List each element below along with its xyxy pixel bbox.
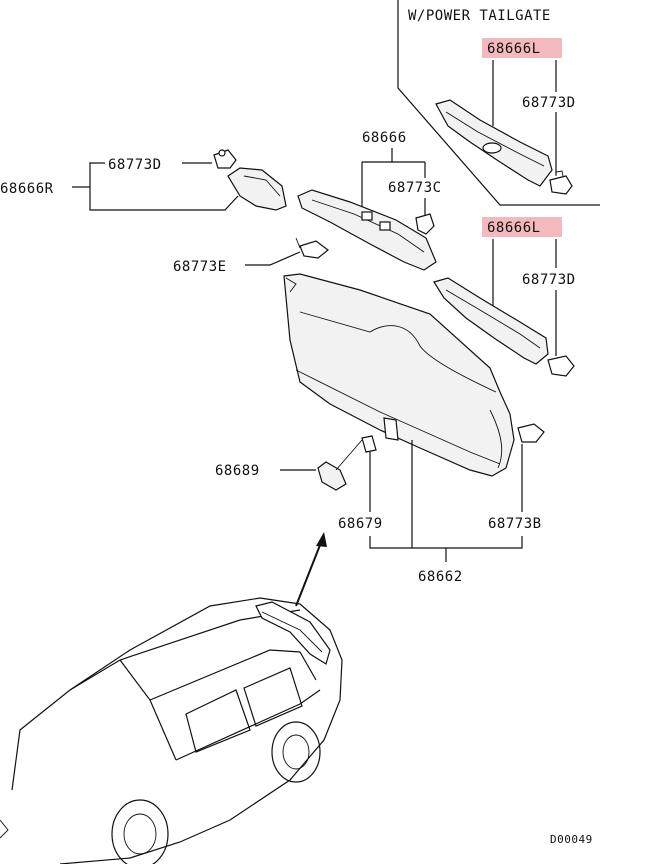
location-arrow xyxy=(295,532,327,607)
callout-trim-r[interactable]: 68666R xyxy=(0,181,54,197)
trim-center-part xyxy=(297,189,437,271)
grip-part xyxy=(317,461,347,491)
callout-clip-b[interactable]: 68773B xyxy=(488,516,542,532)
power-clip-d-part xyxy=(549,170,573,195)
door-trim-part xyxy=(283,273,515,477)
callout-grip[interactable]: 68689 xyxy=(215,463,260,479)
callout-clip-c[interactable]: 68773C xyxy=(388,180,442,196)
callout-trim-l[interactable]: 68666L xyxy=(487,220,541,236)
callout-trim-center[interactable]: 68666 xyxy=(362,130,407,146)
trim-center-group: 68666 68773C xyxy=(297,130,442,271)
clip-d-right-part xyxy=(547,355,575,377)
clip-e-group: 68773E xyxy=(173,237,329,275)
highlight-power-trim-l xyxy=(482,38,562,58)
clip-b-part xyxy=(517,423,545,443)
clip-e-part xyxy=(295,237,329,259)
callout-power-clip-d[interactable]: 68773D xyxy=(522,95,576,111)
clip-c-part xyxy=(415,213,435,235)
trim-r-group: 68666R 68773D xyxy=(0,149,287,211)
callout-clip-d-right[interactable]: 68773D xyxy=(522,272,576,288)
variant-label: W/POWER TAILGATE xyxy=(408,8,551,24)
power-tailgate-inset: W/POWER TAILGATE 68666L 68773D xyxy=(397,0,600,206)
pad-part xyxy=(361,417,399,453)
callout-clip-d-left[interactable]: 68773D xyxy=(108,157,162,173)
drawing-code: D00049 xyxy=(550,833,593,846)
highlight-trim-l xyxy=(482,217,562,237)
callout-pad[interactable]: 68679 xyxy=(338,516,383,532)
trim-l-group: 68666L 68773D xyxy=(433,217,576,377)
door-trim-group: 68689 68679 68773B 68662 xyxy=(215,273,545,585)
callout-clip-e[interactable]: 68773E xyxy=(173,259,227,275)
callout-door-trim[interactable]: 68662 xyxy=(418,569,463,585)
vehicle-outline xyxy=(0,597,343,864)
callout-power-trim-l[interactable]: 68666L xyxy=(487,41,541,57)
trim-r-part xyxy=(227,167,287,211)
clip-d-left-part xyxy=(213,149,237,169)
